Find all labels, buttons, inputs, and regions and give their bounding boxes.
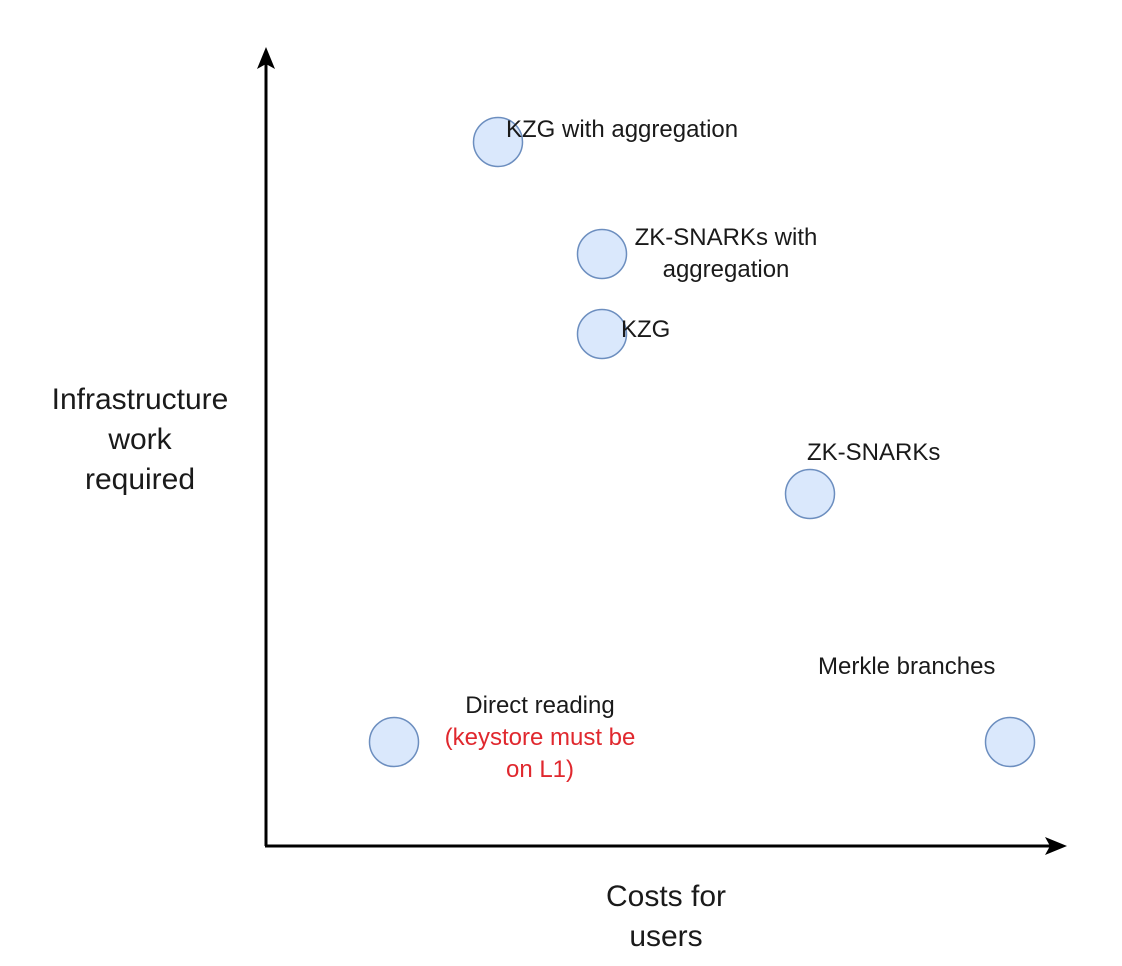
node-circle-direct — [368, 716, 420, 768]
node-label-kzg: KZG — [621, 314, 670, 346]
y-axis — [257, 47, 275, 846]
node-warning-text: on L1) — [505, 756, 575, 783]
node-circle-kzg-agg — [472, 116, 524, 168]
x-axis-label: Costs for users — [566, 877, 766, 957]
node-label-merkle-branches: Merkle branches — [818, 651, 995, 683]
node-label-direct-reading: Direct reading (keystore must be on L1) — [400, 690, 680, 786]
x-axis-label-line: users — [629, 920, 703, 953]
node-circle-kzg — [576, 308, 628, 360]
node-label-zk-snarks: ZK-SNARKs — [807, 437, 940, 469]
node-label-text: KZG — [621, 316, 671, 343]
nodes-layer — [368, 116, 1036, 768]
x-axis-arrowhead-icon — [1045, 837, 1067, 855]
node-warning-text: (keystore must be — [444, 724, 636, 751]
x-axis — [265, 837, 1067, 855]
node-label-text: Merkle branches — [818, 653, 996, 680]
node-label-kzg-aggregation: KZG with aggregation — [506, 114, 738, 146]
node-label-text: KZG with aggregation — [506, 116, 739, 143]
y-axis-label-line: work — [108, 423, 172, 456]
y-axis-label: Infrastructure work required — [30, 380, 250, 500]
node-label-text: Direct reading — [465, 692, 615, 719]
node-circle-zk-agg — [576, 228, 628, 280]
y-axis-arrowhead-icon — [257, 47, 275, 69]
x-axis-label-line: Costs for — [605, 880, 727, 913]
node-label-zk-snarks-aggregation: ZK-SNARKs with aggregation — [606, 222, 846, 286]
node-label-text: aggregation — [662, 256, 790, 283]
node-circle-merkle — [984, 716, 1036, 768]
y-axis-label-line: Infrastructure — [51, 383, 229, 416]
node-label-text: ZK-SNARKs — [807, 439, 941, 466]
node-circle-zk — [784, 468, 836, 520]
node-label-text: ZK-SNARKs with — [634, 224, 818, 251]
y-axis-label-line: required — [84, 463, 196, 496]
